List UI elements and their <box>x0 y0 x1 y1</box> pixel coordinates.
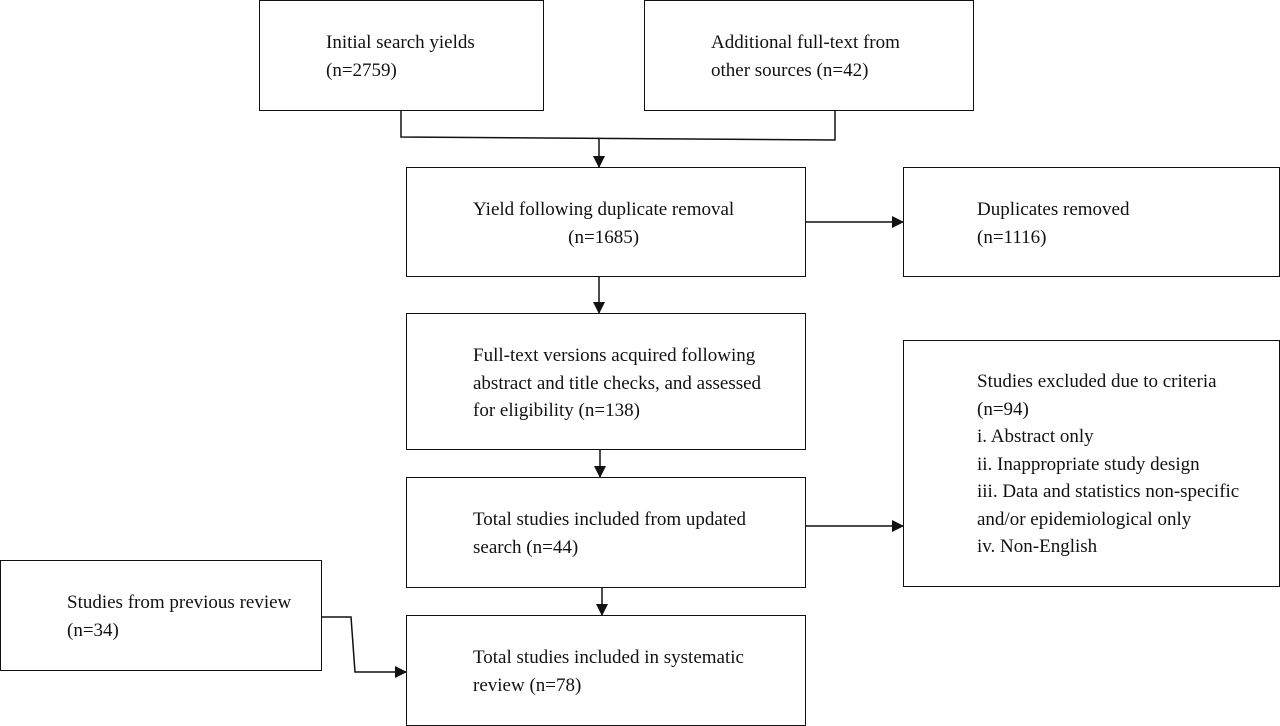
duplicate-removal-line-1: Yield following duplicate removal <box>473 199 735 220</box>
systematic-review-box: Total studies included in systematic rev… <box>406 615 806 726</box>
initial-search-box: Initial search yields (n=2759) <box>259 0 544 111</box>
full-text-assessed-line-2: abstract and title checks, and assessed <box>473 372 762 394</box>
excluded-line-6: and/or epidemiological only <box>977 508 1192 530</box>
previous-review-text: Studies from previous review (n=34) <box>67 589 291 644</box>
duplicate-removal-box: Yield following duplicate removal (n=168… <box>406 167 806 277</box>
excluded-line-5: iii. Data and statistics non-specific <box>977 481 1240 502</box>
previous-review-box: Studies from previous review (n=34) <box>0 560 322 671</box>
excluded-text: Studies excluded due to criteria (n=94) … <box>977 368 1239 561</box>
duplicate-removal-text: Yield following duplicate removal (n=168… <box>473 196 734 251</box>
arrow-from-previous-review <box>322 616 407 678</box>
updated-search-text: Total studies included from updated sear… <box>473 506 746 561</box>
full-text-assessed-box: Full-text versions acquired following ab… <box>406 313 806 450</box>
duplicate-removal-line-2: (n=1685) <box>568 226 640 248</box>
duplicates-removed-line-1: Duplicates removed <box>977 199 1130 220</box>
initial-search-line-1: Initial search yields <box>326 32 475 53</box>
excluded-box: Studies excluded due to criteria (n=94) … <box>903 340 1280 587</box>
full-text-assessed-line-3: for eligibility (n=138) <box>473 400 640 421</box>
systematic-review-line-1: Total studies included in systematic <box>473 647 744 668</box>
updated-search-line-1: Total studies included from updated <box>473 509 747 530</box>
initial-search-line-2: (n=2759) <box>326 59 397 81</box>
systematic-review-text: Total studies included in systematic rev… <box>473 644 744 699</box>
excluded-line-1: Studies excluded due to criteria <box>977 371 1217 392</box>
additional-sources-line-2: other sources (n=42) <box>711 59 869 81</box>
excluded-line-3: i. Abstract only <box>977 426 1094 447</box>
excluded-line-7: iv. Non-English <box>977 536 1098 557</box>
full-text-assessed-line-1: Full-text versions acquired following <box>473 345 756 366</box>
excluded-line-2: (n=94) <box>977 398 1029 420</box>
initial-search-text: Initial search yields (n=2759) <box>326 29 475 84</box>
previous-review-line-2: (n=34) <box>67 619 119 641</box>
additional-sources-text: Additional full-text from other sources … <box>711 29 900 84</box>
updated-search-box: Total studies included from updated sear… <box>406 477 806 588</box>
systematic-review-line-2: review (n=78) <box>473 674 582 696</box>
duplicates-removed-text: Duplicates removed (n=1116) <box>977 196 1129 251</box>
additional-sources-line-1: Additional full-text from <box>711 32 900 53</box>
previous-review-line-1: Studies from previous review <box>67 592 292 613</box>
duplicates-removed-box: Duplicates removed (n=1116) <box>903 167 1280 277</box>
updated-search-line-2: search (n=44) <box>473 536 579 558</box>
additional-sources-box: Additional full-text from other sources … <box>644 0 974 111</box>
full-text-assessed-text: Full-text versions acquired following ab… <box>473 342 761 425</box>
duplicates-removed-line-2: (n=1116) <box>977 226 1047 248</box>
excluded-line-4: ii. Inappropriate study design <box>977 453 1200 475</box>
merge-connector <box>400 110 836 141</box>
